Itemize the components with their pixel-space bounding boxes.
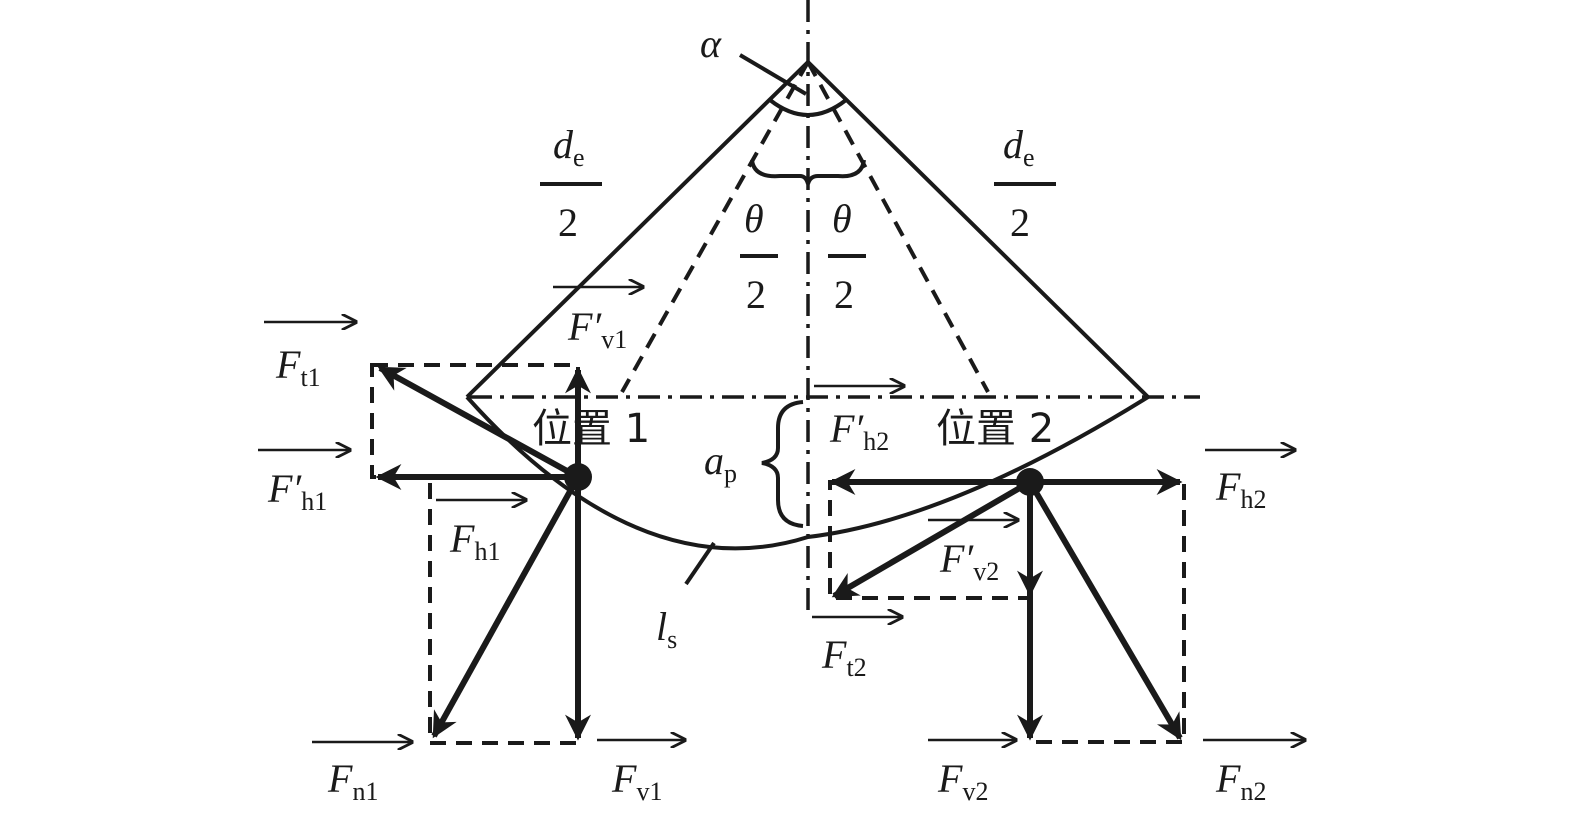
ls-pointer [684,541,716,586]
theta-brace [750,159,866,185]
label-theta-left-denominator: 2 [746,272,766,317]
label-fh1: Fh1 [449,516,500,566]
label-de-right: de [1003,122,1035,172]
label-theta-left: θ [744,196,764,241]
label-ap: ap [704,438,737,488]
ap-brace [761,400,804,528]
contact-point-1 [564,463,592,491]
label-de-right-denominator: 2 [1010,200,1030,245]
label-fh1p: F′h1 [267,466,327,516]
label-ls: ls [656,604,677,654]
label-de-left: de [553,122,585,172]
label-alpha: α [700,21,722,66]
label-ft1: Ft1 [275,342,321,392]
label-fh2p: F′h2 [829,406,889,456]
label-position-2: 位置 2 [936,406,1054,452]
label-fv1p: F′v1 [567,304,627,354]
label-position-1: 位置 1 [532,406,650,452]
force-ft1-arrow [377,365,580,480]
label-fn2: Fn2 [1215,756,1266,806]
label-theta-right-denominator: 2 [834,272,854,317]
label-fn1: Fn1 [327,756,378,806]
parallelogram-ft2 [828,480,1032,600]
label-fh2: Fh2 [1215,464,1266,514]
label-fv2p: F′v2 [939,536,999,586]
contact-point-2 [1016,468,1044,496]
label-de-left-denominator: 2 [558,200,578,245]
label-fv1: Fv1 [611,756,662,806]
label-theta-right: θ [832,196,852,241]
theta-line-right [806,61,990,393]
alpha-pointer [738,53,808,96]
theta-line-left [620,61,810,393]
force-ft2-arrow [831,479,1032,599]
label-fv2: Fv2 [937,756,988,806]
label-ft2: Ft2 [821,632,867,682]
cutting-edge-arc [465,395,1150,551]
force-fn1-arrow [431,475,581,739]
alpha-angle-arc [768,98,848,117]
force-fn2-arrow [1027,480,1183,741]
